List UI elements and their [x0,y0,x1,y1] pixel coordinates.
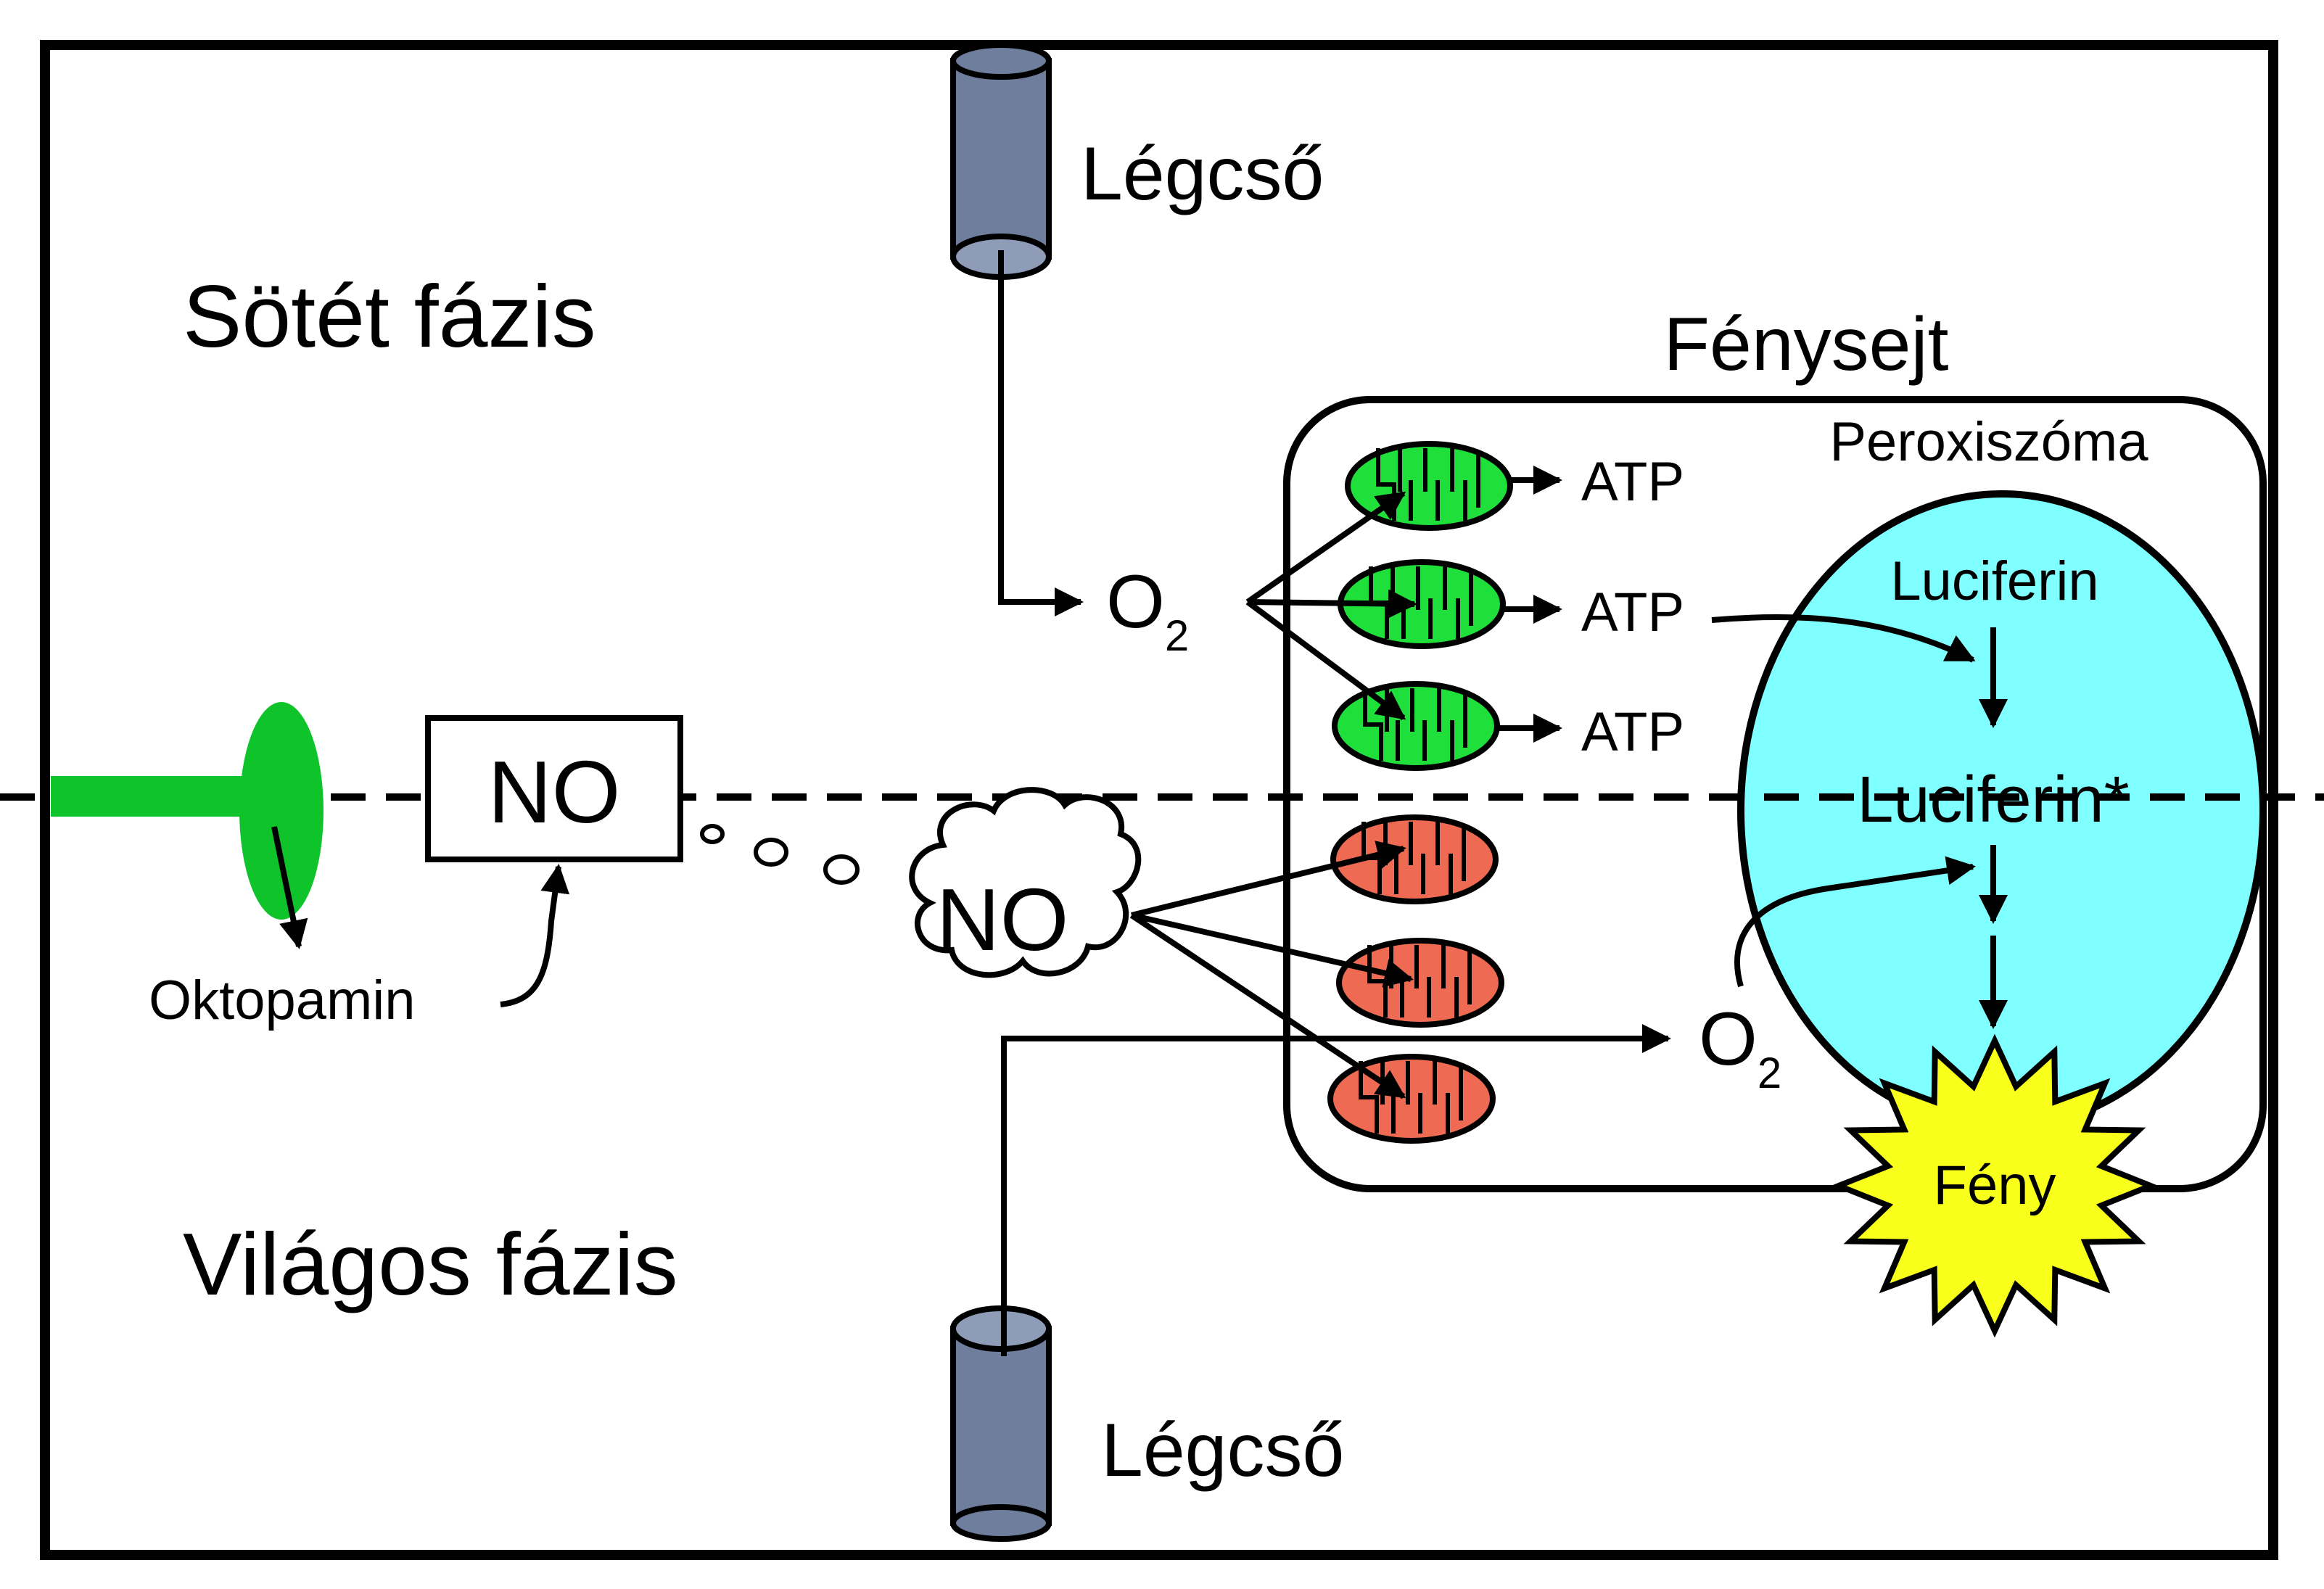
light-phase-label: Világos fázis [183,1215,678,1313]
mitochondrion-inhibited-2 [1336,938,1504,1028]
o2-to-luciferin-arrow [1734,856,1976,988]
no-inhibition-arrow [1131,912,1414,988]
o2-top-label: O2 [1106,560,1189,660]
peroxisome-label: Peroxiszóma [1829,411,2148,473]
atp-label-1: ATP [1581,451,1684,513]
trachea-top-label: Légcső [1081,132,1324,216]
o2-top-main: O [1106,560,1165,644]
light-label: Fény [1934,1155,2056,1216]
oxygen-path-top [998,250,1084,616]
photocyte-label: Fénysejt [1663,302,1948,387]
luciferin-star-label: Luciferin* [1857,764,2129,836]
o2-bottom-main: O [1699,997,1758,1081]
nerve-fiber [51,776,254,817]
o2-to-mito-arrow [1247,589,1417,619]
diffusion-bubble [823,854,860,885]
dark-phase-label: Sötét fázis [183,267,596,366]
trachea-bottom-rim [950,1504,1052,1542]
diffusion-bubble [700,824,725,844]
no-inhibition-arrow [1131,841,1406,918]
octopamine-label: Oktopamin [149,970,416,1031]
trachea-bottom-tube [950,1326,1052,1526]
no-cloud [909,787,1142,978]
no-box-label: NO [488,743,621,841]
o2-to-mito-arrow [1245,490,1406,605]
light-burst [1831,1033,2159,1338]
luciferin-label: Luciferin [1890,550,2098,612]
diffusion-bubble [754,838,788,867]
no-cloud-label: NO [936,870,1069,969]
o2-bottom-label: O2 [1699,997,1781,1097]
trachea-top-tube [950,58,1052,260]
o2-to-mito-arrow [1245,599,1406,721]
no-box [425,715,683,862]
no-inhibition-arrow [1129,912,1406,1099]
nerve-terminal [239,702,324,920]
mitochondrion-active-3 [1332,681,1500,771]
octopamine-release-arrow [271,826,308,949]
o2-top-sub: 2 [1165,611,1189,660]
atp-label-3: ATP [1581,701,1684,763]
trachea-bottom-label: Légcső [1101,1408,1344,1493]
oxygen-path-bottom [1001,1024,1671,1356]
octopamine-to-no-arrow [500,864,570,1007]
atp-label-2: ATP [1581,582,1684,643]
trachea-top-rim [950,42,1052,80]
mitochondrion-inhibited-3 [1327,1054,1496,1144]
o2-bottom-sub: 2 [1758,1049,1781,1097]
atp-to-luciferin-arrow [1711,614,1976,663]
mitochondrion-inhibited-1 [1330,814,1499,904]
